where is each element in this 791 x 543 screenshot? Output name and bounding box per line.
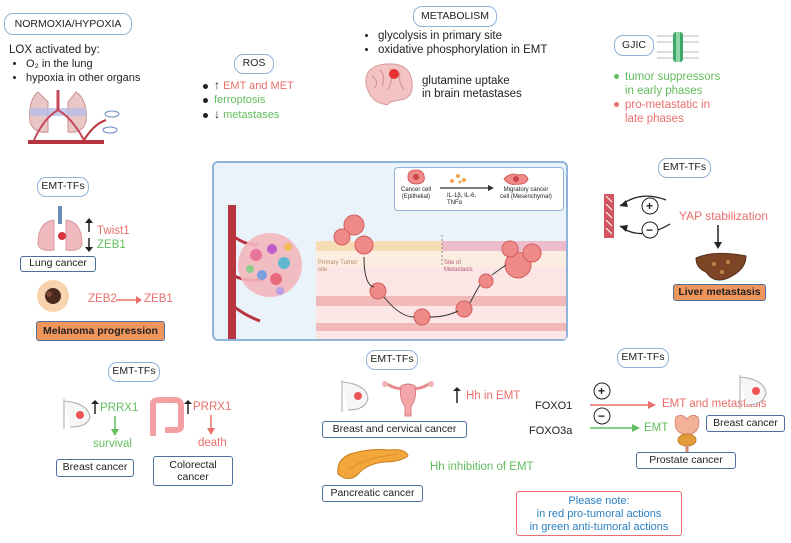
foxo1-label: FOXO1 bbox=[535, 400, 573, 412]
lung-emt-title: EMT-TFs bbox=[37, 177, 89, 197]
tissue-illustration bbox=[228, 205, 566, 339]
breast-colorectal-emt-title: EMT-TFs bbox=[108, 362, 160, 382]
prrx1-right-up-arrow-icon bbox=[184, 400, 192, 414]
breast-icon-right bbox=[739, 375, 767, 409]
gjic-item-suppressor: tumor suppressors in early phases bbox=[614, 70, 720, 98]
legend-note-box: Please note: in red pro-tumoral actions … bbox=[516, 491, 682, 536]
melanoma-icon bbox=[37, 280, 69, 312]
lox-list: O₂ in the lung hypoxia in other organs bbox=[12, 57, 140, 85]
liver-emt-title: EMT-TFs bbox=[658, 158, 711, 178]
cytokines-label: IL-1β, IL-6, TNFα bbox=[447, 193, 477, 206]
breast-cervical-label: Breast and cervical cancer bbox=[322, 421, 467, 438]
metabolism-item-oxphos: oxidative phosphorylation in EMT bbox=[378, 43, 547, 57]
epithelial-cell-label: Cancer cell (Epithelial) bbox=[400, 187, 431, 200]
lox-item-hypoxia: hypoxia in other organs bbox=[26, 71, 140, 85]
survival-down-arrow-icon bbox=[111, 416, 119, 436]
foxo-minus-icon: − bbox=[598, 409, 606, 423]
lungs-icon bbox=[37, 206, 83, 251]
prostate-icon bbox=[674, 414, 700, 453]
prrx1-left-label: PRRX1 bbox=[100, 402, 139, 414]
note-line2: in red pro-tumoral actions bbox=[536, 508, 662, 520]
mesenchymal-cell-icon bbox=[503, 173, 529, 185]
pancreas-icon bbox=[337, 449, 409, 479]
survival-label: survival bbox=[93, 438, 132, 450]
zeb1-label: ZEB1 bbox=[97, 239, 126, 251]
liver-metastasis-label: Liver metastasis bbox=[673, 284, 766, 301]
prrx1-right-label: PRRX1 bbox=[193, 401, 232, 413]
ros-list: ↑ EMT and MET ferroptosis ↓ metastases bbox=[203, 78, 294, 122]
note-line3: in green anti-tumoral actions bbox=[529, 521, 669, 533]
prrx1-up-arrow-icon bbox=[91, 400, 99, 414]
melanoma-progression-label: Melanoma progression bbox=[36, 321, 165, 341]
brain-icon bbox=[365, 63, 413, 106]
hh-inhibition-label: Hh inhibition of EMT bbox=[430, 461, 534, 473]
cervical-emt-title: EMT-TFs bbox=[366, 350, 418, 370]
up-down-arrows-icon bbox=[85, 218, 93, 252]
brain-text: glutamine uptake in brain metastases bbox=[422, 75, 522, 100]
cytokine-dots bbox=[450, 174, 466, 184]
breast-icon-center bbox=[341, 380, 369, 412]
gjic-title: GJIC bbox=[614, 35, 654, 56]
liver-icon bbox=[695, 252, 747, 281]
ros-title: ROS bbox=[234, 54, 274, 74]
uterus-icon bbox=[382, 381, 434, 417]
foxo-plus-icon: + bbox=[598, 384, 606, 398]
arrow-down-icon: ↓ bbox=[214, 107, 220, 121]
emt-inset bbox=[394, 167, 564, 211]
gjic-list: tumor suppressors in early phases pro-me… bbox=[614, 70, 720, 126]
colorectal-cancer-label: Colorectal cancer bbox=[153, 456, 233, 486]
death-label: death bbox=[198, 437, 227, 449]
foxo-arrows bbox=[590, 382, 656, 432]
zeb1b-label: ZEB1 bbox=[144, 293, 173, 305]
ros-item-ferroptosis: ferroptosis bbox=[203, 93, 294, 107]
lung-hypoxia-illustration bbox=[28, 90, 120, 144]
mesenchymal-cell-label: Migratory cancer cell (Mesenchymal) bbox=[500, 187, 552, 200]
lox-item-lung: O₂ in the lung bbox=[26, 57, 140, 71]
inset-arrow-icon bbox=[440, 185, 494, 191]
gjic-item-prometastatic: pro-metastatic in late phases bbox=[614, 98, 720, 126]
ros-item-metastases: ↓ metastases bbox=[203, 107, 294, 122]
note-line1: Please note: bbox=[568, 495, 630, 507]
liver-plus-icon: + bbox=[646, 199, 654, 213]
primary-site-label: Primary Tumor site bbox=[318, 260, 358, 273]
hh-up-arrow-icon bbox=[453, 387, 461, 403]
breast-cancer-label-left: Breast cancer bbox=[56, 459, 134, 477]
yap-label: YAP stabilization bbox=[679, 209, 768, 223]
twist1-label: Twist1 bbox=[97, 225, 130, 237]
emt-green-label: EMT bbox=[644, 422, 669, 434]
epithelial-cell-icon bbox=[407, 169, 425, 185]
colon-icon bbox=[150, 397, 184, 436]
death-down-arrow-icon bbox=[207, 415, 215, 435]
metabolism-title: METABOLISM bbox=[413, 6, 497, 27]
metastasis-site-label: Site of Metastasis bbox=[444, 260, 473, 273]
hh-emt-label: Hh in EMT bbox=[466, 390, 521, 402]
lox-lead: LOX activated by: bbox=[9, 44, 100, 56]
gap-junction-icon bbox=[657, 32, 699, 62]
liver-feedback-diagram bbox=[604, 194, 671, 239]
foxo-emt-title: EMT-TFs bbox=[617, 348, 669, 368]
breast-cancer-label-right: Breast cancer bbox=[706, 415, 785, 432]
pancreatic-cancer-label: Pancreatic cancer bbox=[322, 485, 423, 502]
yap-down-arrow-icon bbox=[714, 225, 722, 249]
prostate-cancer-label: Prostate cancer bbox=[636, 452, 736, 469]
liver-minus-icon: − bbox=[646, 223, 654, 237]
ros-item-emt: ↑ EMT and MET bbox=[203, 78, 294, 93]
lung-cancer-label: Lung cancer bbox=[20, 256, 96, 272]
foxo3a-label: FOXO3a bbox=[529, 425, 573, 437]
normoxia-title: NORMOXIA/HYPOXIA bbox=[4, 13, 132, 35]
metabolism-item-glycolysis: glycolysis in primary site bbox=[378, 29, 547, 43]
metabolism-list: glycolysis in primary site oxidative pho… bbox=[364, 29, 547, 57]
arrow-up-icon: ↑ bbox=[214, 78, 220, 92]
breast-icon-left bbox=[63, 399, 91, 429]
zeb2-zeb1-arrow-icon bbox=[116, 296, 142, 304]
zeb2-label: ZEB2 bbox=[88, 293, 117, 305]
